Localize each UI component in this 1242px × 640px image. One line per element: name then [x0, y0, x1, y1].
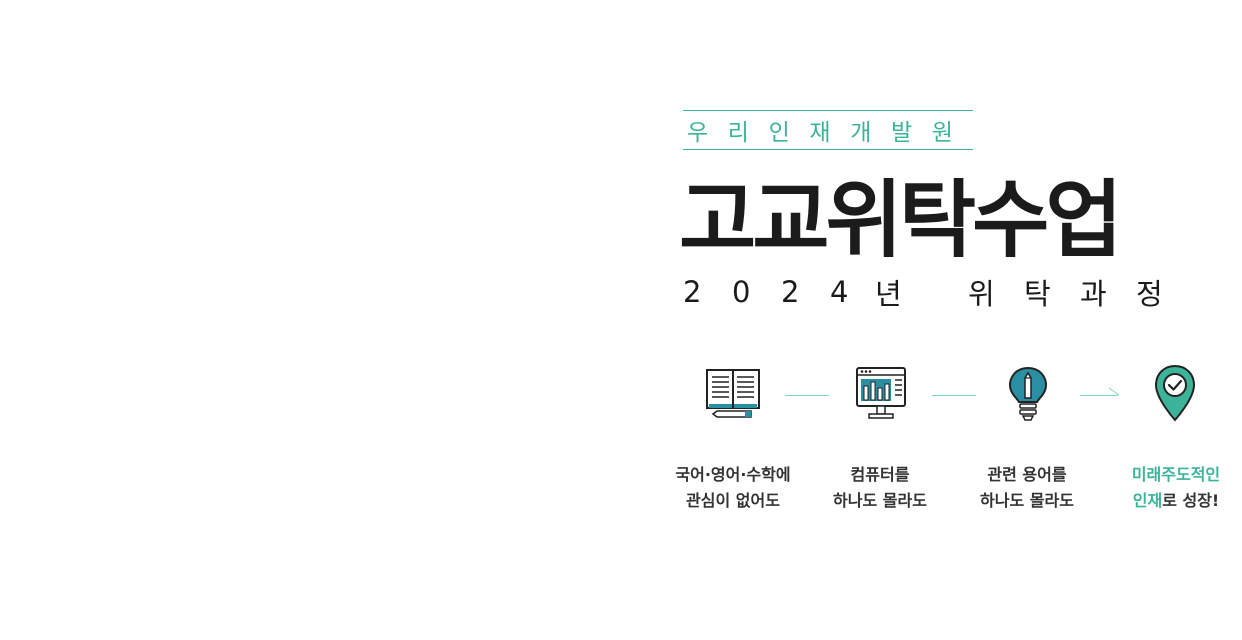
monitor-chart-icon: [856, 367, 906, 419]
subtitle: 2 0 2 4 년 위 탁 과 정: [683, 272, 1173, 312]
step-text-line: 컴퓨터를: [850, 465, 910, 484]
step-connector: [785, 395, 829, 396]
lightbulb-pencil-icon: [1008, 366, 1048, 421]
step-text-line: 인재로 성장!: [1106, 488, 1242, 514]
subtitle-char: 탁: [1024, 277, 1051, 311]
subtitle-char: 과: [1080, 277, 1107, 311]
main-title: 고교위탁수업: [679, 171, 1123, 269]
org-name-char: 재: [809, 120, 831, 146]
step-text-3: 관련 용어를 하나도 몰라도: [957, 462, 1097, 514]
org-name-char: 리: [727, 120, 749, 146]
subtitle-char: 2: [781, 275, 800, 309]
org-name-char: 개: [850, 120, 872, 146]
subtitle-char: 4: [830, 275, 849, 309]
step-text-line: 미래주도적인: [1131, 465, 1221, 484]
arrow-head-icon: [1108, 387, 1120, 396]
book-pencil-icon: [706, 369, 760, 418]
step-connector: [932, 395, 976, 396]
location-check-icon: [1154, 364, 1196, 422]
org-name-char: 발: [890, 120, 913, 146]
step-text-line: 관련 용어를: [987, 465, 1067, 484]
step-text-accent: 인재: [1132, 491, 1163, 510]
org-name-char: 우: [687, 120, 709, 146]
subtitle-char: 2: [683, 275, 702, 309]
step-text-rest: 로 성장!: [1162, 491, 1220, 510]
subtitle-char: 정: [1136, 277, 1163, 311]
org-name-char: 원: [931, 120, 953, 146]
step-text-line: 국어·영어·수학에: [675, 465, 791, 484]
step-text-1: 국어·영어·수학에 관심이 없어도: [663, 462, 803, 514]
org-name-band: 우 리 인 재 개 발 원: [683, 110, 973, 150]
step-connector: [1080, 395, 1118, 396]
step-text-4: 미래주도적인 인재로 성장!: [1106, 462, 1242, 514]
step-text-2: 컴퓨터를 하나도 몰라도: [810, 462, 950, 514]
subtitle-char: 위: [968, 277, 995, 311]
subtitle-char: 0: [732, 275, 751, 309]
org-name-char: 인: [768, 120, 790, 146]
subtitle-char: 년: [875, 277, 902, 311]
step-text-line: 하나도 몰라도: [833, 491, 927, 510]
step-text-line: 하나도 몰라도: [980, 491, 1074, 510]
step-text-line: 관심이 없어도: [686, 491, 780, 510]
